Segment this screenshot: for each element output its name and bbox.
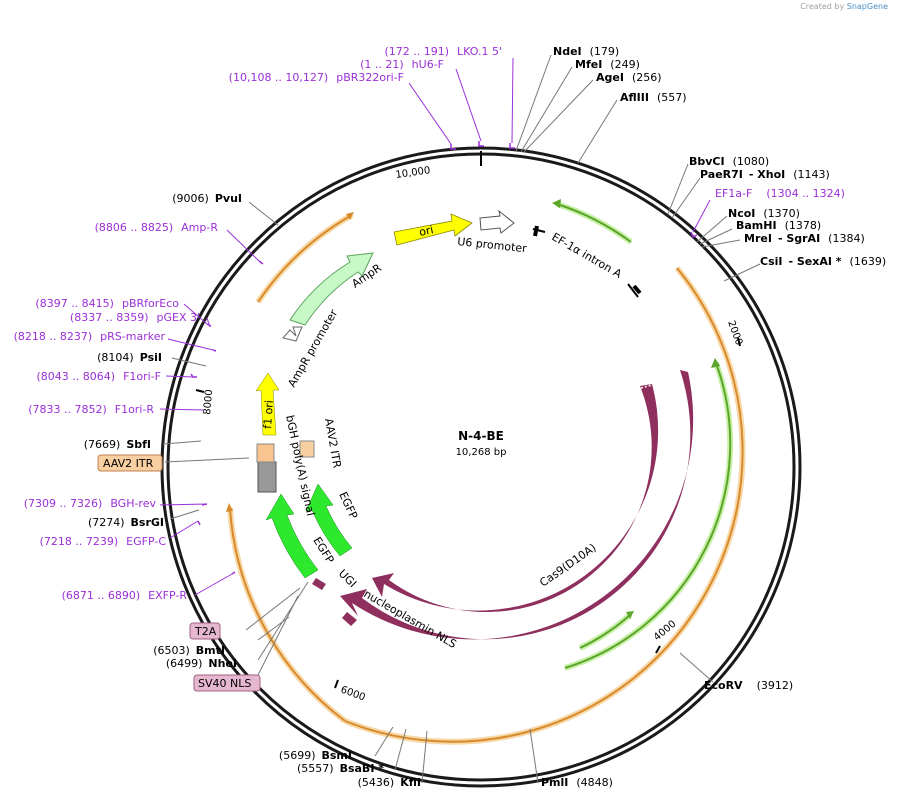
aav2-itr-tag[interactable] <box>97 454 163 472</box>
site-bamhi[interactable]: BamHI(1378) <box>736 219 821 232</box>
site-nhei[interactable]: (6499)NheI <box>166 657 237 670</box>
site-mfei[interactable]: MfeI(249) <box>575 58 640 71</box>
cas9-arrow[interactable] <box>340 370 694 640</box>
plasmid-length: 10,268 bp <box>456 447 507 458</box>
primer-hu6f[interactable]: (1 .. 21)hU6-F <box>360 58 444 71</box>
orange-arcs <box>226 212 746 745</box>
tick-label-6000: 6000 <box>339 684 367 703</box>
site-kfli[interactable]: (5436)KflI <box>358 776 421 789</box>
site-ncoi[interactable]: NcoI(1370) <box>728 207 800 220</box>
snapgene-brand: SnapGene <box>846 2 888 11</box>
site-bbvci[interactable]: BbvCI(1080) <box>689 155 769 168</box>
egfp-arrow-1[interactable] <box>265 493 319 579</box>
primer-bgh-rev[interactable]: (7309 .. 7326)BGH-rev <box>24 497 157 510</box>
ampr-arrow[interactable] <box>289 252 374 326</box>
t2a-tag[interactable] <box>189 622 221 640</box>
feature-label-aav2-itr: AAV2 ITR <box>322 417 344 469</box>
green-arcs <box>552 199 734 671</box>
feature-label-bgh: bGH poly(A) signal <box>283 414 317 517</box>
ampr-promoter-arrow[interactable] <box>282 326 303 342</box>
site-agei[interactable]: AgeI(256) <box>596 71 662 84</box>
aav2-itr-tag-label: AAV2 ITR <box>103 457 154 470</box>
feature-label-egfp-1: EGFP <box>336 490 360 522</box>
site-bsrgi[interactable]: (7274)BsrGI <box>88 516 164 529</box>
tick-label-2000: 2000 <box>725 319 744 347</box>
f1-ori-arrow[interactable] <box>255 372 280 436</box>
primer-f1ori-f[interactable]: (8043 .. 8064)F1ori-F <box>37 370 162 383</box>
primer-amp-r[interactable]: (8806 .. 8825)Amp-R <box>95 221 219 234</box>
egfp-arrow-2[interactable] <box>305 483 353 557</box>
site-paer7i-xhoi[interactable]: PaeR7I- XhoI(1143) <box>700 168 830 181</box>
site-pvui[interactable]: (9006)PvuI <box>172 192 242 205</box>
feature-label-ef1a: EF-1α intron A <box>550 230 625 281</box>
u6-promoter-arrow[interactable] <box>479 209 515 234</box>
site-bmti[interactable]: (6503)BmtI <box>153 644 225 657</box>
cas9-d10a-mark <box>640 384 653 389</box>
site-krei-sgrai[interactable]: MreI- SgrAI(1384) <box>744 232 865 245</box>
site-sbfi[interactable]: (7669)SbfI <box>84 438 151 451</box>
feature-label-ugi: UGI <box>336 567 359 590</box>
ugi-marker <box>312 578 326 590</box>
site-leader-lines <box>162 54 761 784</box>
site-csii-sexai[interactable]: CsiI- SexAI *(1639) <box>760 255 886 268</box>
primer-marks <box>190 141 698 575</box>
feature-label-f1ori: f1 ori <box>261 400 276 430</box>
feature-label-u6: U6 promoter <box>457 235 528 255</box>
sv40-nls-tag[interactable] <box>193 674 261 692</box>
site-bsmi[interactable]: (5699)BsmI <box>279 749 352 762</box>
primer-f1ori-r[interactable]: (7833 .. 7852)F1ori-R <box>28 403 154 416</box>
site-pmli[interactable]: PmlI(4848) <box>541 776 613 789</box>
nls-marker <box>342 612 357 626</box>
cas9-d10a-arrow[interactable] <box>372 384 659 613</box>
sv40-nls-tag-label: SV40 NLS <box>198 677 251 690</box>
primer-pgex3[interactable]: (8337 .. 8359)pGEX 3' <box>70 311 200 324</box>
credit-text: Created by <box>800 2 845 11</box>
site-bsabi[interactable]: (5557)BsaBI * <box>297 762 384 775</box>
plasmid-name: N-4-BE <box>458 429 504 443</box>
tick-label-8000: 8000 <box>202 389 215 415</box>
primer-pbr322ori-f[interactable]: (10,108 .. 10,127)pBR322ori-F <box>229 71 404 84</box>
primer-leader-lines <box>159 57 711 596</box>
aav2-itr-block-left[interactable] <box>256 443 275 463</box>
tick-label-10000: 10,000 <box>395 165 431 181</box>
aav2-itr-block-right[interactable] <box>299 440 315 458</box>
primer-prs-marker[interactable]: (8218 .. 8237)pRS-marker <box>14 330 166 343</box>
site-psii[interactable]: (8104)PsiI <box>97 351 162 364</box>
feature-label-ori: ori <box>418 223 435 239</box>
ef1a-intron-markers <box>532 225 642 298</box>
primer-exfp-r[interactable]: (6871 .. 6890)EXFP-R <box>62 589 188 602</box>
primer-pbrforeco[interactable]: (8397 .. 8415)pBRforEco <box>35 297 179 310</box>
primer-lko1[interactable]: (172 .. 191)LKO.1 5' <box>384 45 502 58</box>
feature-label-cas9-d10a: Cas9(D10A) <box>537 541 598 589</box>
site-ndei[interactable]: NdeI(179) <box>553 45 619 58</box>
credit: Created by SnapGene <box>800 2 888 11</box>
primer-ef1a-f[interactable]: EF1a-F(1304 .. 1324) <box>715 187 845 200</box>
site-ecorv[interactable]: EcoRV(3912) <box>704 679 793 692</box>
tick-marks <box>195 151 741 689</box>
site-afliii[interactable]: AflIII(557) <box>620 91 687 104</box>
bgh-polya-block[interactable] <box>257 461 277 493</box>
primer-egfp-c[interactable]: (7218 .. 7239)EGFP-C <box>40 535 167 548</box>
t2a-tag-label: T2A <box>194 625 217 638</box>
ori-arrow[interactable] <box>393 213 473 246</box>
